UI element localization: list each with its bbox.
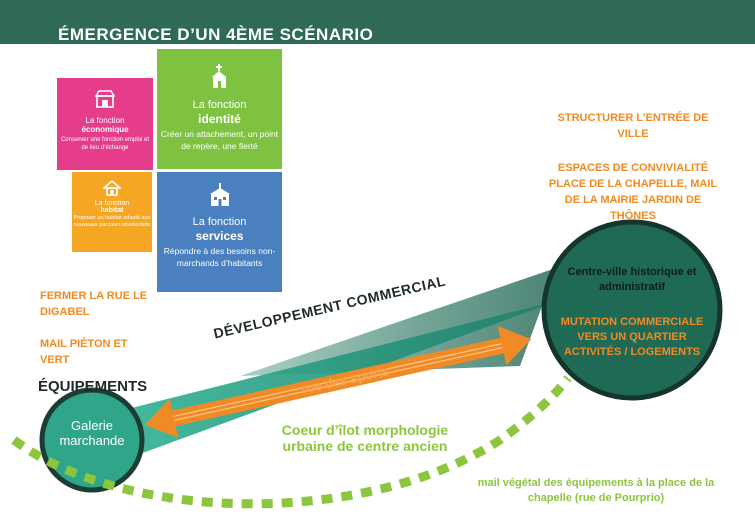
tile-fonction-economique: La fonction économique Conserver une fon… bbox=[57, 78, 153, 170]
shop-icon bbox=[95, 90, 115, 108]
tile-habitat-desc: Proposer un habitat adapté aux nouveaux … bbox=[73, 215, 151, 228]
tile-fonction-identite: La fonction identité Créer un attachemen… bbox=[157, 49, 282, 169]
tile-habitat-name: habitat bbox=[100, 207, 124, 214]
tile-services-name: services bbox=[195, 229, 244, 243]
label-structurer-entree: STRUCTURER L’ENTRÉE DE VILLE bbox=[557, 112, 709, 140]
mutation-commerciale-label: MUTATION COMMERCIALE VERS UN QUARTIER AC… bbox=[560, 316, 704, 358]
coeur-ilot-label: Coeur d’îlot morphologie urbaine de cent… bbox=[281, 422, 449, 454]
mail-vegetal-path bbox=[11, 375, 572, 509]
tile-fonction-services: La fonction services Répondre à des beso… bbox=[157, 172, 282, 292]
label-fermer-rue: FERMER LA RUE LE DIGABEL bbox=[40, 290, 148, 318]
church-icon bbox=[211, 64, 226, 88]
mail-vegetal-label: mail végétal des équipements à la place … bbox=[477, 477, 715, 504]
centre-ville-title: Centre-ville historique et administratif bbox=[567, 266, 697, 293]
tile-economique-desc: Conserver une fonction emploi et de lieu… bbox=[60, 137, 150, 151]
galerie-circle bbox=[39, 387, 145, 493]
tile-identite-name: identité bbox=[198, 112, 241, 126]
label-equipements: ÉQUIPEMENTS bbox=[38, 378, 148, 395]
tile-economique-name: économique bbox=[81, 125, 129, 134]
rue-des-sports-arrow bbox=[144, 326, 532, 438]
label-mail-pieton: MAIL PIÉTON ET VERT bbox=[40, 338, 128, 366]
tile-fonction-habitat: La fonction habitat Proposer un habitat … bbox=[72, 172, 152, 252]
tile-identite-desc: Créer un attachement, un point de repère… bbox=[160, 129, 279, 151]
house-icon bbox=[103, 180, 121, 196]
centre-ville-circle bbox=[541, 219, 723, 401]
galerie-marchande-label: Galerie marchande bbox=[59, 418, 125, 448]
tile-services-desc: Répondre à des besoins non-marchands d’h… bbox=[163, 246, 276, 268]
header-bar bbox=[0, 0, 755, 44]
tile-services-line1: La fonction bbox=[192, 216, 247, 228]
tile-habitat-line1: La fonction bbox=[94, 200, 130, 207]
tile-economique-line1: La fonction bbox=[85, 116, 125, 125]
tile-identite-line1: La fonction bbox=[192, 99, 247, 111]
school-icon bbox=[209, 183, 230, 206]
page-title: ÉMERGENCE D’UN 4ÈME SCÉNARIO bbox=[58, 25, 374, 44]
label-espaces-convivialite: ESPACES DE CONVIVIALITÉ PLACE DE LA CHAP… bbox=[548, 162, 718, 222]
